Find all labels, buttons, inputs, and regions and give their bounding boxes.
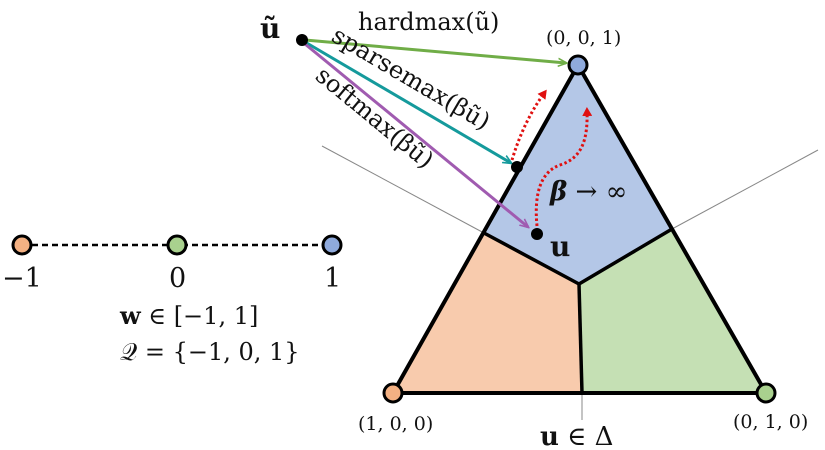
region-blue bbox=[484, 65, 672, 284]
cone-line-left bbox=[321, 145, 485, 234]
sparsemax-limit-path bbox=[510, 89, 547, 161]
vertex-top-label: (0, 0, 1) bbox=[546, 27, 621, 49]
tick-minus-one: −1 bbox=[2, 263, 42, 294]
domain-rest: ∈ [−1, 1] bbox=[141, 302, 259, 330]
softmax-limit-path bbox=[534, 107, 593, 227]
domain-var: w bbox=[119, 301, 142, 330]
domain-label: w ∈ [−1, 1] bbox=[119, 301, 258, 330]
sparsemax-label: sparsemax(βũ) bbox=[327, 21, 495, 136]
tick-zero: 0 bbox=[169, 263, 186, 294]
vertex-top bbox=[567, 54, 589, 76]
tick-one: 1 bbox=[324, 263, 341, 294]
softmax-arrow bbox=[304, 42, 528, 227]
source-label: ũ bbox=[260, 12, 280, 45]
sparsemax-point bbox=[511, 161, 523, 173]
sparsemax-arrow bbox=[304, 40, 511, 163]
vertex-bottom-left-label: (1, 0, 0) bbox=[358, 413, 433, 435]
quant-label: 𝒬 = {−1, 0, 1} bbox=[120, 338, 300, 366]
simplex-set-rest: ∈ Δ bbox=[559, 422, 614, 450]
limit-beta: β bbox=[549, 177, 567, 207]
simplex-outline bbox=[391, 63, 768, 395]
hardmax-arrow bbox=[304, 38, 566, 63]
cone-line-right bbox=[671, 149, 819, 230]
line-node-one bbox=[321, 234, 343, 256]
boundary-bottom bbox=[577, 283, 584, 394]
vertex-bottom-right bbox=[755, 382, 777, 404]
line-node-minus-one bbox=[11, 234, 33, 256]
limit-label: β → ∞ bbox=[549, 177, 627, 207]
region-orange bbox=[393, 233, 582, 393]
vertex-bottom-left bbox=[382, 382, 404, 404]
vertex-bottom-right-label: (0, 1, 0) bbox=[733, 411, 808, 433]
source-point bbox=[296, 34, 308, 46]
region-green bbox=[579, 229, 766, 393]
hardmax-label: hardmax(ũ) bbox=[358, 8, 499, 36]
simplex-set-label: u ∈ Δ bbox=[540, 422, 613, 450]
simplex-set-var: u bbox=[540, 422, 559, 450]
line-node-zero bbox=[166, 234, 188, 256]
limit-rest: → ∞ bbox=[567, 177, 627, 207]
softmax-point bbox=[531, 228, 543, 240]
point-u-label: u bbox=[550, 230, 570, 263]
